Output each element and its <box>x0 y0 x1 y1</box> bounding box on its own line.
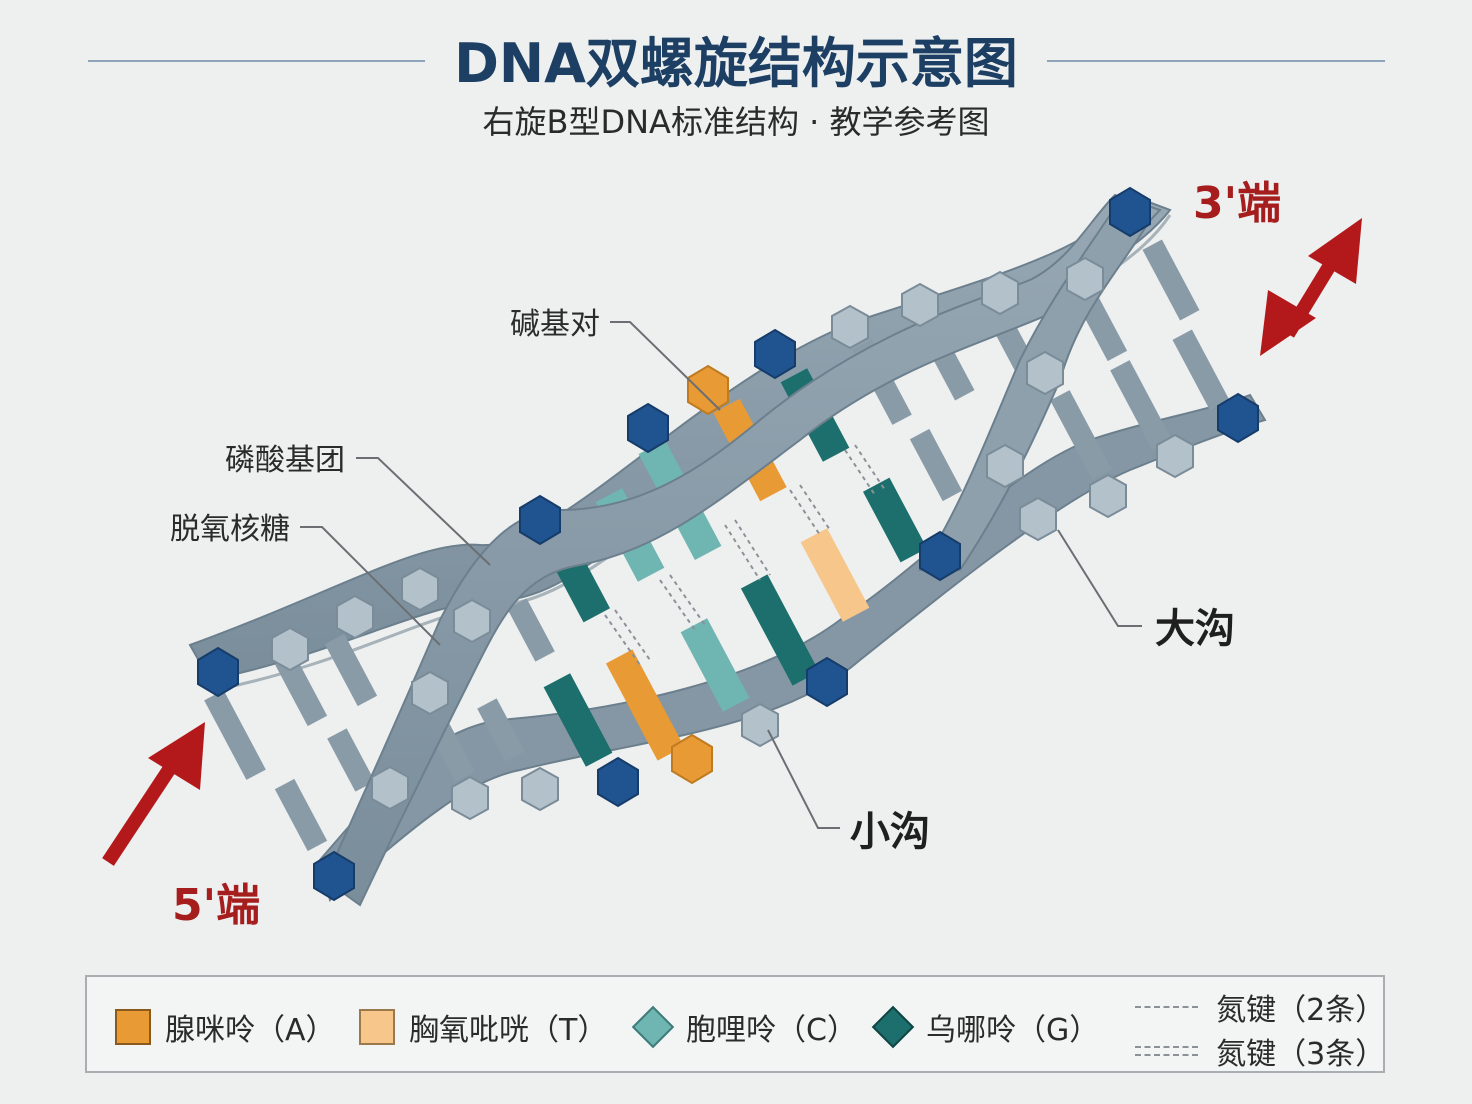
sugar-icon <box>1156 433 1194 479</box>
legend-cytosine: 胞哩呤（C） <box>631 1005 857 1049</box>
sugar-icon <box>411 670 449 716</box>
callout-lines <box>300 321 1142 829</box>
phosphate-icon <box>754 328 796 380</box>
deoxyribose-leader <box>300 526 441 646</box>
base-adenine <box>605 649 685 761</box>
three-prime-label: 3'端 <box>1193 178 1281 229</box>
arrow-5-prime-head <box>148 722 205 790</box>
arrow-3-prime-head-down <box>1260 290 1316 356</box>
phosphate-icon <box>313 850 355 902</box>
rung <box>477 698 525 762</box>
base-thymine <box>800 528 870 622</box>
legend: 腺咪呤（A） 胸氧吡咣（T） 胞哩呤（C） 乌哪呤（G） 氮键（2条） 氮键（3… <box>85 975 1385 1073</box>
page-subtitle: 右旋B型DNA标准结构 · 教学参考图 <box>483 103 990 141</box>
sugar-icon <box>981 270 1019 316</box>
adenine-icon <box>671 733 713 785</box>
phosphate-icon <box>627 402 669 454</box>
sugar-icon <box>371 765 409 811</box>
base-guanine <box>543 673 613 767</box>
minor-groove-leader <box>767 729 840 829</box>
base-guanine <box>862 477 928 563</box>
legend-guanine: 乌哪呤（G） <box>871 1005 1100 1049</box>
deoxyribose-label: 脱氧核糖 <box>170 512 290 547</box>
sugar-icon <box>1019 496 1057 542</box>
guanine-swatch <box>871 1005 915 1049</box>
rung <box>204 690 266 780</box>
rung <box>507 598 555 662</box>
legend-hbond-3: 氮键（3条） <box>1135 1029 1386 1073</box>
arrow-5-prime <box>102 752 184 866</box>
base-pair-leader <box>610 321 721 411</box>
phosphate-icon <box>1217 392 1259 444</box>
rung <box>274 778 328 852</box>
sugar-icon <box>453 598 491 644</box>
strand-arrows <box>102 218 1362 866</box>
base-cytosine <box>680 618 750 712</box>
sugar-icon <box>741 702 779 748</box>
legend-adenine: 腺咪呤（A） <box>115 1007 336 1048</box>
sugar-icon <box>401 566 439 612</box>
phosphate-icon <box>597 756 639 808</box>
thymine-swatch <box>359 1009 395 1045</box>
legend-guanine-label: 乌哪呤（G） <box>926 1013 1100 1048</box>
phosphate-icon <box>919 530 961 582</box>
sugar-icon <box>986 443 1024 489</box>
sugar-icon <box>451 775 489 821</box>
rung <box>327 728 375 792</box>
phosphate-icon <box>197 646 239 698</box>
phosphate-groups <box>197 186 1259 902</box>
sugar-icon <box>271 626 309 672</box>
phosphate-leader <box>356 457 491 566</box>
major-groove-label: 大沟 <box>1155 606 1235 652</box>
legend-thymine-label: 胸氧吡咣（T） <box>409 1013 608 1048</box>
phosphate-icon <box>519 494 561 546</box>
adenine-swatch <box>115 1009 151 1045</box>
rung <box>909 428 963 502</box>
rung <box>324 633 378 707</box>
major-groove-leader <box>1057 529 1142 627</box>
phosphate-icon <box>806 656 848 708</box>
hbond-2-line <box>1135 1006 1199 1008</box>
phosphate-icon <box>1109 186 1151 238</box>
legend-hbond-2-label: 氮键（2条） <box>1216 993 1386 1028</box>
legend-hbond-2: 氮键（2条） <box>1135 985 1386 1029</box>
five-prime-label: 5'端 <box>172 880 260 931</box>
hbond-3-line <box>1135 1046 1199 1056</box>
legend-thymine: 胸氧吡咣（T） <box>359 1007 608 1048</box>
sugar-icon <box>1066 256 1104 302</box>
minor-groove-label: 小沟 <box>850 809 930 855</box>
legend-cytosine-label: 胞哩呤（C） <box>686 1013 857 1048</box>
sugar-icon <box>831 304 869 350</box>
sugar-icon <box>336 594 374 640</box>
sugar-icon <box>1089 473 1127 519</box>
rung <box>274 653 328 727</box>
phosphate-label: 磷酸基团 <box>225 443 345 478</box>
sugar-icon <box>521 766 559 812</box>
arrow-3-prime-head-up <box>1308 218 1362 284</box>
rung <box>1050 390 1112 480</box>
sugar-icon <box>1026 350 1064 396</box>
rung <box>1110 360 1172 450</box>
sugar-groups <box>271 256 1194 821</box>
page-title: DNA双螺旋结构示意图 <box>454 32 1018 95</box>
legend-adenine-label: 腺咪呤（A） <box>165 1013 336 1048</box>
rung <box>1142 239 1200 321</box>
base-pair-label: 碱基对 <box>510 307 600 342</box>
rung <box>1172 329 1230 411</box>
legend-hbond-3-label: 氮键（3条） <box>1216 1037 1386 1072</box>
cytosine-swatch <box>631 1005 675 1049</box>
base-guanine <box>740 574 820 686</box>
sugar-icon <box>901 282 939 328</box>
